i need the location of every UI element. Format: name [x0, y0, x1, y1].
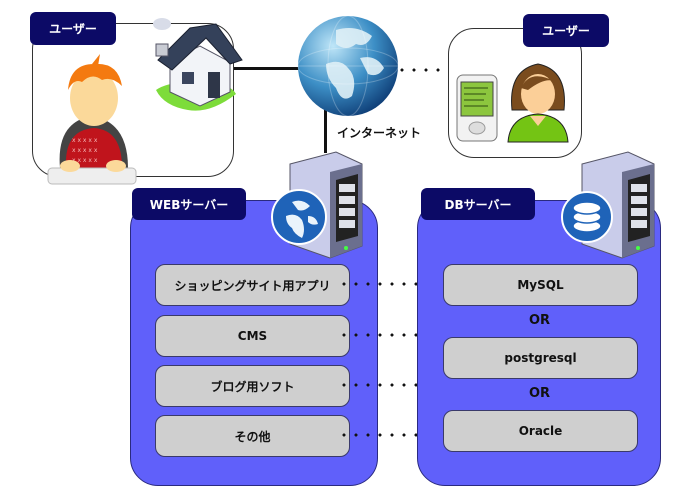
smartphone-icon	[456, 74, 498, 142]
connector-dots-2	[338, 333, 446, 337]
web-item-cms: CMS	[155, 315, 350, 357]
internet-to-mobile-dots	[396, 68, 448, 72]
connector-dots-3	[338, 383, 446, 387]
db-item-oracle: Oracle	[443, 410, 638, 452]
svg-text:x x x x x: x x x x x	[72, 147, 98, 154]
svg-text:x x x x x: x x x x x	[72, 137, 98, 144]
or-separator-2: OR	[528, 386, 551, 401]
house-icon	[153, 18, 243, 111]
db-item-postgresql: postgresql	[443, 337, 638, 379]
web-server-tab: WEBサーバー	[132, 188, 246, 220]
db-server-tab: DBサーバー	[421, 188, 535, 220]
internet-to-server-line	[324, 105, 327, 153]
web-item-other: その他	[155, 415, 350, 457]
female-user-icon	[507, 63, 569, 143]
svg-text:x x x x x: x x x x x	[72, 157, 98, 164]
globe-icon	[297, 15, 399, 117]
db-item-mysql: MySQL	[443, 264, 638, 306]
internet-label: インターネット	[337, 126, 422, 140]
or-separator-1: OR	[528, 313, 551, 328]
web-item-blog-software: ブログ用ソフト	[155, 365, 350, 407]
web-item-shopping-app: ショッピングサイト用アプリ	[155, 264, 350, 306]
home-user-tab: ユーザー	[30, 12, 116, 45]
connector-dots-4	[338, 433, 446, 437]
mobile-user-tab: ユーザー	[523, 14, 609, 47]
globe-badge-icon	[271, 189, 327, 245]
connector-dots-1	[338, 282, 446, 286]
database-icon	[561, 191, 613, 243]
house-to-internet-line	[232, 67, 302, 70]
person-at-keyboard-icon: x x x x x x x x x x x x x x x	[47, 54, 137, 185]
